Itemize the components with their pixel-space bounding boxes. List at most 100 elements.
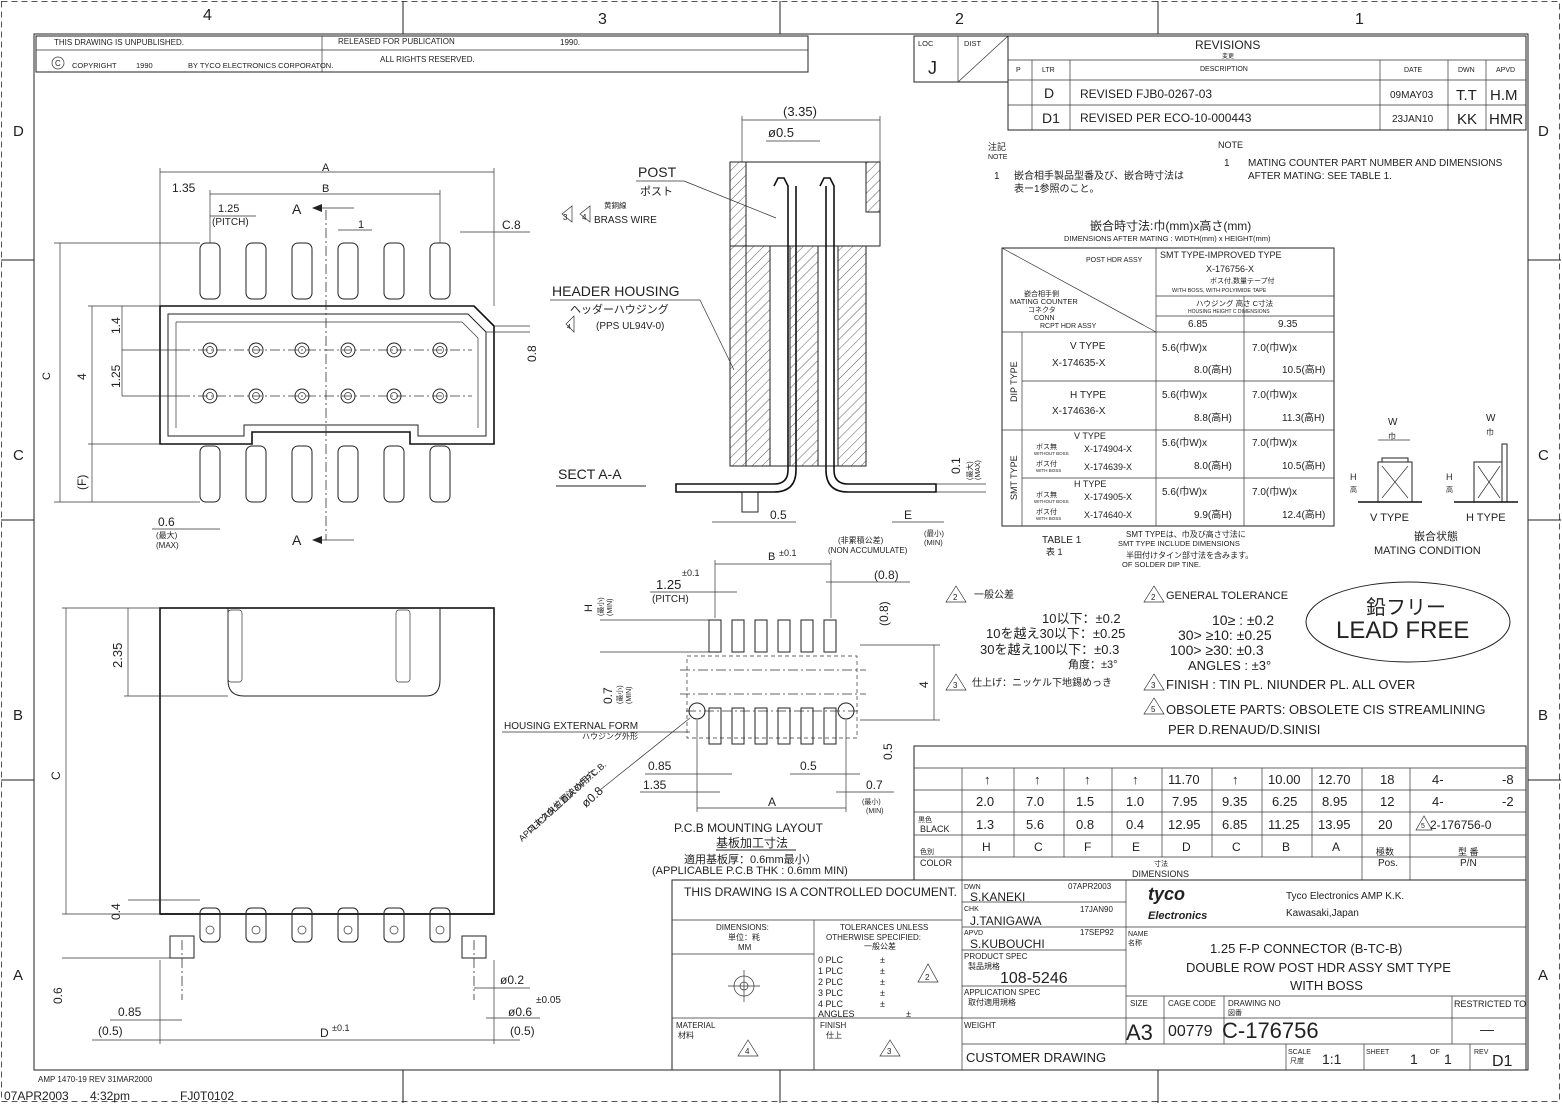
svg-text:取付適用規格: 取付適用規格: [968, 997, 1016, 1007]
svg-text:17SEP92: 17SEP92: [1080, 928, 1114, 937]
svg-text:POST: POST: [638, 164, 677, 180]
svg-text:GENERAL TOLERANCE: GENERAL TOLERANCE: [1166, 590, 1288, 602]
svg-text:2.35: 2.35: [110, 643, 125, 668]
svg-text:一般公差: 一般公差: [864, 941, 896, 951]
svg-text:4-: 4-: [1432, 772, 1444, 787]
svg-text:DRAWING NO: DRAWING NO: [1228, 999, 1281, 1008]
svg-text:S.KUBOUCHI: S.KUBOUCHI: [970, 937, 1045, 951]
svg-text:C: C: [1232, 840, 1241, 854]
svg-text:BY TYCO ELECTRONICS CORPORATON: BY TYCO ELECTRONICS CORPORATON.: [188, 61, 333, 70]
svg-text:B: B: [322, 183, 329, 195]
svg-text:ボス無: ボス無: [1036, 442, 1057, 451]
svg-text:THIS DRAWING IS UNPUBLISHED.: THIS DRAWING IS UNPUBLISHED.: [54, 38, 184, 47]
svg-text:00779: 00779: [1168, 1023, 1213, 1040]
svg-text:X-174904-X: X-174904-X: [1084, 444, 1132, 454]
svg-text:7.0(巾W)x: 7.0(巾W)x: [1252, 485, 1297, 498]
svg-text:COPYRIGHT: COPYRIGHT: [72, 61, 117, 70]
svg-text:OBSOLETE PARTS: OBSOLETE CIS S: OBSOLETE PARTS: OBSOLETE CIS STREAMLININ…: [1166, 702, 1486, 717]
svg-text:BRASS WIRE: BRASS WIRE: [594, 215, 657, 226]
svg-text:0.6: 0.6: [51, 987, 65, 1004]
svg-text:0.7: 0.7: [601, 687, 615, 704]
svg-text:APVD: APVD: [964, 930, 983, 937]
note-flag-icon: [945, 673, 967, 691]
svg-text:DIP TYPE: DIP TYPE: [1009, 361, 1019, 402]
svg-text:POST HDR ASSY: POST HDR ASSY: [1086, 257, 1143, 264]
svg-text:C-176756: C-176756: [1222, 1018, 1319, 1043]
svg-text:9.35: 9.35: [1222, 794, 1247, 809]
svg-text:10.00: 10.00: [1268, 772, 1301, 787]
svg-text:(PITCH): (PITCH): [212, 217, 249, 228]
svg-text:P: P: [1016, 67, 1021, 74]
loc-dist-block: LOC J DIST: [913, 35, 1009, 83]
svg-text:DWN: DWN: [1458, 67, 1475, 74]
svg-text:黄銅線: 黄銅線: [604, 200, 627, 210]
svg-text:X-176756-X: X-176756-X: [1206, 264, 1254, 274]
svg-text:J.TANIGAWA: J.TANIGAWA: [970, 914, 1042, 928]
svg-text:NOTE: NOTE: [1218, 140, 1243, 150]
svg-text:HMR: HMR: [1489, 111, 1523, 128]
note-flag-icon: [917, 963, 939, 983]
svg-text:X-174635-X: X-174635-X: [1052, 358, 1106, 369]
svg-text:5.6(巾W)x: 5.6(巾W)x: [1162, 341, 1207, 354]
svg-text:4 PLC: 4 PLC: [818, 999, 844, 1009]
svg-text:REVISED FJB0-0267-03: REVISED FJB0-0267-03: [1080, 87, 1212, 101]
svg-text:±: ±: [880, 977, 885, 987]
svg-text:2 PLC: 2 PLC: [818, 977, 844, 987]
svg-text:4: 4: [567, 324, 571, 331]
zone-label-top: 1: [1355, 11, 1364, 28]
svg-text:AMP 1470-19 REV 31MAR2000: AMP 1470-19 REV 31MAR2000: [38, 1075, 153, 1084]
svg-text:HEADER HOUSING: HEADER HOUSING: [552, 283, 680, 299]
svg-text:D: D: [1182, 840, 1191, 854]
svg-text:±: ±: [880, 999, 885, 1009]
svg-text:1: 1: [1444, 1051, 1452, 1067]
svg-text:仕上げ：ニッケル下地錫めっき: 仕上げ：ニッケル下地錫めっき: [972, 676, 1112, 689]
svg-text:X-174639-X: X-174639-X: [1084, 462, 1132, 472]
svg-text:0.4: 0.4: [109, 903, 123, 920]
svg-text:5: 5: [1151, 705, 1156, 714]
svg-text:FJ0T0102: FJ0T0102: [180, 1089, 234, 1103]
svg-text:1.35: 1.35: [643, 778, 667, 792]
svg-text:30> ≥10: ±0.25: 30> ≥10: ±0.25: [1178, 627, 1272, 643]
svg-text:H TYPE: H TYPE: [1074, 479, 1106, 489]
svg-text:9.9(高H): 9.9(高H): [1194, 508, 1232, 521]
svg-text:0.6: 0.6: [158, 515, 175, 529]
svg-text:±0.1: ±0.1: [779, 548, 796, 558]
svg-text:09MAY03: 09MAY03: [1390, 90, 1434, 101]
svg-text:RELEASED FOR PUBLICATION: RELEASED FOR PUBLICATION: [338, 37, 455, 46]
section-view: (3.35) ø0.5 POST ポスト 3 4 黄銅線 BRASS WIRE …: [550, 104, 986, 555]
svg-text:↑: ↑: [984, 772, 991, 787]
svg-text:1.5: 1.5: [1076, 794, 1094, 809]
svg-text:REV: REV: [1474, 1049, 1489, 1056]
svg-text:嵌合相手製品型番及び、嵌合時寸法は: 嵌合相手製品型番及び、嵌合時寸法は: [1014, 169, 1184, 182]
svg-text:巾: 巾: [1388, 431, 1396, 441]
svg-text:±0.1: ±0.1: [332, 1023, 349, 1033]
svg-text:H TYPE: H TYPE: [1466, 512, 1506, 524]
svg-text:1990: 1990: [136, 61, 153, 70]
svg-text:(NON ACCUMULATE): (NON ACCUMULATE): [828, 546, 908, 555]
svg-text:DIMENSIONS: DIMENSIONS: [1132, 869, 1189, 879]
svg-text:6.85: 6.85: [1222, 817, 1247, 832]
svg-text:↑: ↑: [1232, 772, 1239, 787]
svg-text:S.KANEKI: S.KANEKI: [970, 890, 1025, 904]
zone-label-side: D: [1538, 123, 1549, 140]
svg-text:4: 4: [745, 1047, 750, 1056]
svg-text:SMT TYPE-IMPROVED TYPE: SMT TYPE-IMPROVED TYPE: [1160, 250, 1282, 260]
svg-text:注記: 注記: [988, 141, 1006, 152]
part-dimension-table: ↑ ↑ ↑ ↑ 11.70 ↑ 10.00 12.70 18 4- -8 2.0…: [913, 745, 1527, 881]
svg-text:H TYPE: H TYPE: [1070, 390, 1106, 401]
svg-text:MM: MM: [738, 943, 752, 952]
svg-text:仕上: 仕上: [826, 1030, 842, 1040]
svg-text:1.0: 1.0: [1126, 794, 1144, 809]
svg-text:12: 12: [1380, 794, 1394, 809]
svg-text:5.6: 5.6: [1026, 817, 1044, 832]
zone-label-side: B: [1538, 707, 1548, 724]
svg-text:尺度: 尺度: [1290, 1056, 1304, 1065]
svg-text:DESCRIPTION: DESCRIPTION: [1200, 66, 1248, 73]
svg-text:SCALE: SCALE: [1288, 1049, 1311, 1056]
svg-text:REVISED PER ECO-10-000443: REVISED PER ECO-10-000443: [1080, 111, 1252, 125]
svg-text:9.35: 9.35: [1278, 319, 1298, 330]
svg-text:鉛フリー: 鉛フリー: [1366, 596, 1446, 619]
svg-text:ø0.6: ø0.6: [508, 1005, 532, 1019]
svg-text:108-5246: 108-5246: [1000, 970, 1068, 987]
